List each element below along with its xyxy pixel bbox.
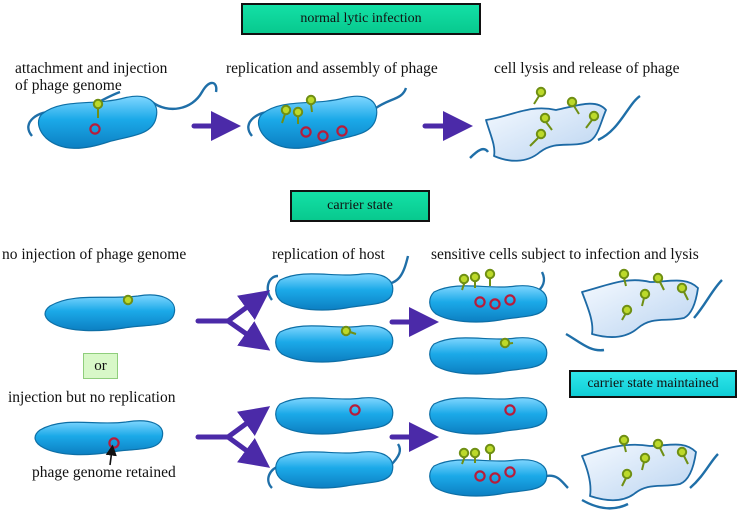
genome-ring (474, 470, 486, 482)
genome-ring (489, 298, 501, 310)
fork-arrow-lower (195, 406, 271, 468)
bacterium-no-injection (44, 294, 176, 332)
bacterium-lower-copy-2 (267, 443, 402, 489)
phage-icon (340, 325, 357, 337)
header-normal-lytic-infection: normal lytic infection (241, 3, 481, 35)
phage-icon (484, 268, 496, 286)
phage-icon (305, 94, 317, 113)
label-injection-no-replication: injection but no replication (8, 389, 176, 406)
bacterium-attach (27, 81, 218, 149)
label-attachment-line-1: attachment and injection (15, 60, 168, 77)
genome-ring (474, 296, 486, 308)
phage-icon (499, 337, 514, 349)
lysed-cell-carrier-upper (565, 279, 723, 352)
label-phage-genome-retained: phage genome retained (32, 464, 176, 481)
genome-ring (504, 294, 516, 306)
bacterium-lower-copy-1 (275, 397, 394, 435)
phage-icon (676, 282, 689, 301)
or-box: or (83, 353, 118, 379)
lysed-cell-carrier-lower (581, 443, 719, 510)
phage-icon (639, 288, 651, 307)
phage-icon (92, 98, 104, 118)
fork-arrow-upper (195, 290, 271, 351)
bacterium-lower-infected (429, 459, 569, 497)
bacterium-infected-sensitive (429, 271, 548, 323)
lysed-cell-lytic (469, 95, 641, 162)
process-arrows (191, 111, 473, 452)
phage-icon (533, 86, 547, 105)
phage-icon (618, 268, 630, 287)
phage-icon (458, 273, 470, 291)
phage-icon (529, 128, 547, 147)
bacterium-lower-copy-3 (429, 397, 548, 435)
phage-icon (458, 447, 470, 465)
phage-icon (469, 447, 481, 463)
genome-ring (489, 472, 501, 484)
bacterium-resistant-copy (429, 337, 548, 375)
phage-icon (618, 434, 630, 453)
phage-icon (484, 443, 496, 460)
phage-icon (652, 438, 665, 457)
genome-ring (504, 466, 516, 478)
label-replication-assembly: replication and assembly of phage (226, 60, 438, 77)
genome-ring (317, 130, 329, 142)
phage-icon (469, 271, 481, 288)
phage-icon (566, 96, 580, 115)
phage-icon (292, 106, 304, 124)
genome-ring (336, 125, 348, 137)
genome-ring (300, 126, 312, 138)
genome-ring (89, 123, 101, 135)
bacterium-injected (34, 420, 164, 456)
phage-icon (539, 112, 553, 131)
phage-icon (621, 468, 633, 487)
genome-ring (504, 404, 516, 416)
phages (92, 86, 689, 487)
bacterium-host-copy-2 (275, 325, 394, 363)
phage-icon (652, 272, 665, 291)
header-carrier-state-maintained: carrier state maintained (569, 370, 737, 398)
genome-ring (349, 404, 361, 416)
bacterium-host-copy-1 (266, 255, 410, 311)
phage-icon (585, 110, 600, 129)
label-lysis-release: cell lysis and release of phage (494, 60, 680, 77)
header-carrier-state: carrier state (290, 190, 430, 222)
label-sensitive-cells: sensitive cells subject to infection and… (431, 246, 699, 263)
phage-icon (122, 294, 134, 306)
genome-pointer-arrow (105, 444, 117, 466)
phage-icon (280, 104, 292, 124)
label-replication-of-host: replication of host (272, 246, 385, 263)
phage-icon (676, 446, 689, 465)
label-no-injection: no injection of phage genome (2, 246, 187, 263)
phage-icon (621, 304, 633, 321)
label-attachment-line-2: of phage genome (15, 77, 122, 94)
phage-icon (639, 452, 651, 471)
